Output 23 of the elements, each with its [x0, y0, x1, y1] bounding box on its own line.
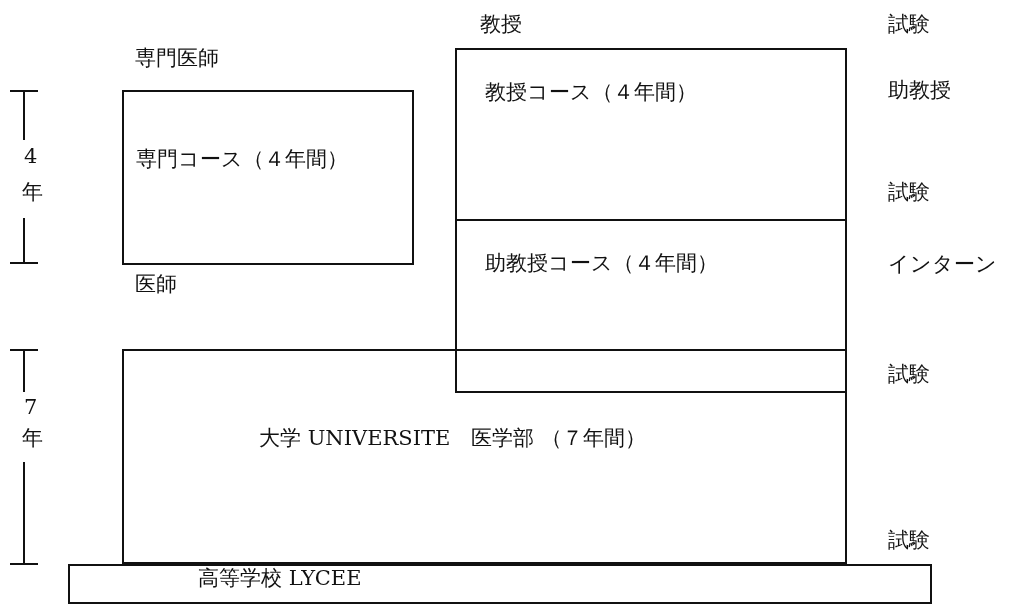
stage-label: 試験	[888, 528, 930, 554]
stage-label: インターン	[888, 252, 997, 278]
course-label: 大学 UNIVERSITE 医学部 （７年間）	[259, 426, 647, 452]
degree-label: 医師	[135, 272, 177, 298]
course-label: 教授コース（４年間）	[485, 80, 697, 106]
course-box	[122, 90, 414, 265]
stage-label: 試験	[888, 180, 930, 206]
stage-label: 試験	[888, 362, 930, 388]
course-box	[122, 349, 847, 564]
degree-label: 教授	[480, 12, 522, 38]
course-label: 専門コース（４年間）	[136, 147, 348, 173]
degree-label: 専門医師	[135, 46, 219, 72]
duration-label: 年	[22, 180, 43, 206]
stage-label: 助教授	[888, 78, 951, 104]
course-box	[68, 564, 932, 604]
duration-label: 4	[24, 144, 38, 170]
course-box	[455, 219, 847, 393]
course-box	[455, 48, 847, 221]
stage-label: 試験	[888, 12, 930, 38]
duration-label: 7	[24, 395, 38, 421]
course-label: 高等学校 LYCEE	[198, 566, 362, 592]
duration-label: 年	[22, 426, 43, 452]
course-label: 助教授コース（４年間）	[485, 251, 718, 277]
